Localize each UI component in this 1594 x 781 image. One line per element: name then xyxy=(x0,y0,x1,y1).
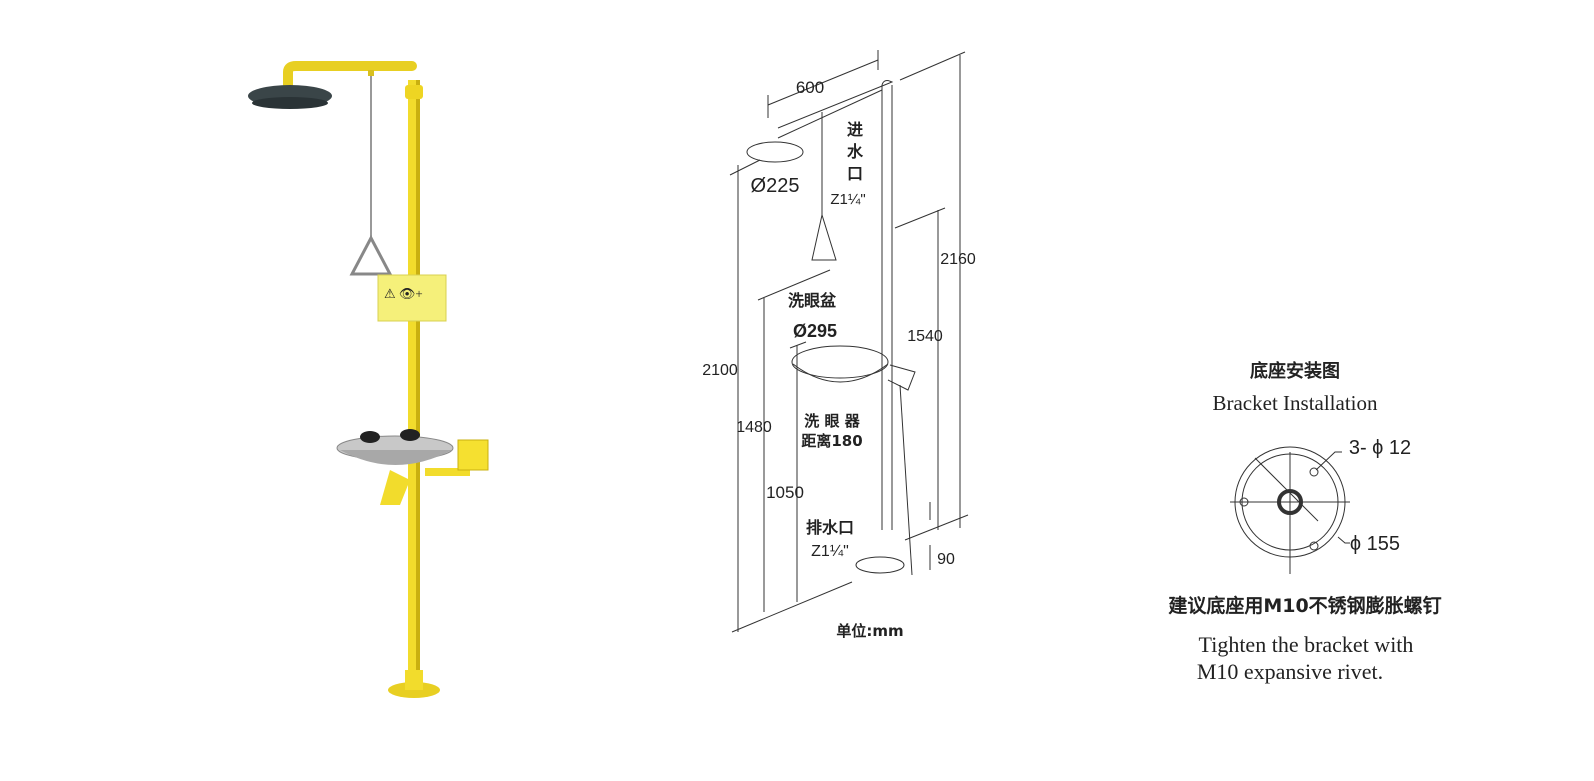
bowl-top-height: 1480 xyxy=(736,419,772,436)
bracket-title-cn: 底座安装图 xyxy=(1250,360,1340,382)
bracket-note-cn: 建议底座用M10不锈钢膨胀螺钉 xyxy=(1168,594,1441,617)
bracket-note-en-1: Tighten the bracket with xyxy=(1199,632,1414,657)
bowl-height: 1050 xyxy=(766,483,804,502)
drain-label: 排水口 xyxy=(806,518,854,537)
pull-height: 1540 xyxy=(907,328,943,345)
inlet-size: Z1¼" xyxy=(830,191,865,208)
bracket-note-en-2: M10 expansive rivet. xyxy=(1197,659,1383,684)
inlet-label-2: 水 xyxy=(847,142,864,161)
bracket-title-en: Bracket Installation xyxy=(1212,391,1378,415)
shower-photo: ⚠ 👁+ xyxy=(248,61,489,698)
push-paddle xyxy=(457,439,489,471)
pull-handle xyxy=(349,234,393,276)
bowl-label: 洗眼盆 xyxy=(788,291,837,310)
head-height: 2100 xyxy=(702,362,738,379)
hole-spec: 3- ϕ 12 xyxy=(1349,437,1411,459)
eyewash-label: 洗 眼 器 xyxy=(804,412,860,430)
inlet-label-3: 口 xyxy=(847,164,863,183)
bracket-diameter: ϕ 155 xyxy=(1350,533,1400,555)
bracket-installation: 底座安装图 Bracket Installation 3- ϕ 12 ϕ 155… xyxy=(1168,360,1441,684)
eyewash-distance: 距离180 xyxy=(801,432,862,450)
inlet-label-1: 进 xyxy=(847,120,863,139)
unit-label: 单位:mm xyxy=(836,622,903,640)
total-height: 2160 xyxy=(940,251,976,268)
bowl-diameter: Ø295 xyxy=(793,321,837,341)
svg-text:⚠ 👁+: ⚠ 👁+ xyxy=(384,286,423,301)
head-diameter: Ø225 xyxy=(751,175,800,197)
arm-length: 600 xyxy=(796,78,824,97)
drain-size: Z1¼" xyxy=(811,543,849,560)
bracket-diagram xyxy=(1230,446,1350,574)
safety-sign xyxy=(377,274,447,322)
pedal-height: 90 xyxy=(937,551,955,568)
dimension-drawing: 600 进 水 口 Z1¼" Ø225 2160 洗眼盆 Ø295 1540 2… xyxy=(702,50,976,640)
